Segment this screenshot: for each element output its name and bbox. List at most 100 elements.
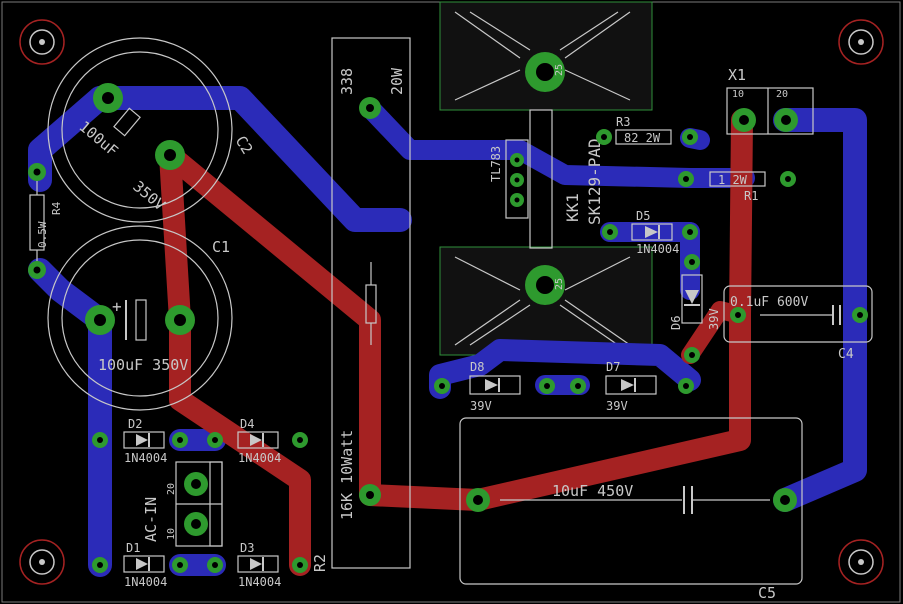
pad: [207, 432, 223, 448]
pad: [682, 224, 698, 240]
pad: [510, 193, 524, 207]
r1-value: 1 2W: [718, 173, 748, 187]
terminal-ac-in: AC-IN 20 10: [142, 461, 223, 547]
d6-value: 39V: [707, 308, 721, 330]
pad: [85, 305, 115, 335]
d5-name: D5: [636, 209, 650, 223]
c5-value: 10uF 450V: [552, 482, 633, 500]
pad: [539, 378, 555, 394]
d8-name: D8: [470, 360, 484, 374]
c4-name: C4: [838, 347, 854, 362]
pad: [28, 261, 46, 279]
acin-name: AC-IN: [142, 497, 160, 542]
ic-name: TL783: [489, 146, 503, 182]
diode-d6: D6 39V: [669, 274, 721, 330]
d2-name: D2: [128, 417, 142, 431]
diode-d2: D2 1N4004: [123, 417, 167, 465]
x1-pin1: 10: [732, 89, 744, 100]
resistor-r2: 338 20W 16K 10Watt R2: [311, 37, 411, 572]
kk1-type: SK129-PAD: [585, 138, 604, 225]
d4-name: D4: [240, 417, 254, 431]
pad: [292, 557, 308, 573]
pad: [92, 432, 108, 448]
pad: [155, 140, 185, 170]
d8-value: 39V: [470, 399, 492, 413]
r2-value: 16K 10Watt: [338, 430, 356, 520]
pad: [28, 163, 46, 181]
r2-name: R2: [311, 554, 329, 572]
d2-value: 1N4004: [124, 451, 167, 465]
pad: [730, 307, 746, 323]
mounting-hole-bl: [19, 539, 65, 585]
d7-value: 39V: [606, 399, 628, 413]
diode-d3: D3 1N4004: [237, 541, 281, 589]
pad: [165, 305, 195, 335]
pad: [602, 224, 618, 240]
mounting-hole-br: [838, 539, 884, 585]
diode-d5: D5 1N4004: [631, 209, 679, 256]
pad: [92, 557, 108, 573]
x1-name: X1: [728, 66, 746, 84]
pad: [684, 254, 700, 270]
pad: [732, 108, 756, 132]
diode-d4: D4 1N4004: [237, 417, 281, 465]
resistor-r1: 1 2W R1: [709, 171, 766, 203]
diode-d1: D1 1N4004: [123, 541, 167, 589]
d1-value: 1N4004: [124, 575, 167, 589]
pad: [93, 83, 123, 113]
pad: [678, 378, 694, 394]
terminal-x1: X1 10 20: [726, 66, 814, 135]
resistor-r3: R3 82 2W: [615, 115, 672, 145]
r4-name: R4: [50, 201, 63, 215]
pad: [184, 472, 208, 496]
pads: [28, 83, 868, 573]
pad: [774, 108, 798, 132]
pad: [852, 307, 868, 323]
resistor-r4: R4 0.5W: [29, 180, 63, 268]
mounting-hole-tr: [838, 19, 884, 65]
pad: [359, 484, 381, 506]
c2-name: C2: [232, 133, 257, 158]
pad: [510, 153, 524, 167]
regulator-ic: TL783 1 2 3 KK1 SK129-PAD: [489, 109, 604, 249]
heatsink-top-mark: 25: [554, 64, 565, 76]
c5-name: C5: [758, 584, 776, 602]
pad: [570, 378, 586, 394]
pad: [207, 557, 223, 573]
pad: [466, 488, 490, 512]
r4-value: 0.5W: [36, 221, 49, 248]
heatsink-bottom: 25: [439, 246, 653, 356]
pad: [172, 557, 188, 573]
diode-d8: D8 39V: [469, 360, 521, 413]
pad: [359, 97, 381, 119]
pad: [684, 347, 700, 363]
pad: [682, 129, 698, 145]
d3-name: D3: [240, 541, 254, 555]
d6-name: D6: [669, 316, 683, 330]
pad: [510, 173, 524, 187]
diode-d7: D7 39V: [605, 360, 657, 413]
d7-name: D7: [606, 360, 620, 374]
c4-value: 0.1uF 600V: [730, 295, 808, 310]
pad: [434, 378, 450, 394]
r2-rating-a: 338: [338, 68, 356, 95]
pad: [172, 432, 188, 448]
pad: [292, 432, 308, 448]
acin-pin2: 20: [166, 483, 177, 495]
x1-pin2: 20: [776, 89, 788, 100]
mounting-hole-tl: [19, 19, 65, 65]
d4-value: 1N4004: [238, 451, 281, 465]
r1-name: R1: [744, 189, 758, 203]
d1-name: D1: [126, 541, 140, 555]
acin-pin1: 10: [166, 528, 177, 540]
capacitor-c4: 0.1uF 600V C4: [723, 285, 873, 362]
c1-name: C1: [212, 238, 230, 256]
pad: [596, 129, 612, 145]
d3-value: 1N4004: [238, 575, 281, 589]
pad: [184, 512, 208, 536]
kk1-name: KK1: [563, 193, 582, 222]
pad: [678, 171, 694, 187]
svg-text:+: +: [112, 297, 122, 316]
heatsink-bottom-mark: 25: [554, 278, 565, 290]
c2-value-a: 100uF: [75, 117, 121, 160]
